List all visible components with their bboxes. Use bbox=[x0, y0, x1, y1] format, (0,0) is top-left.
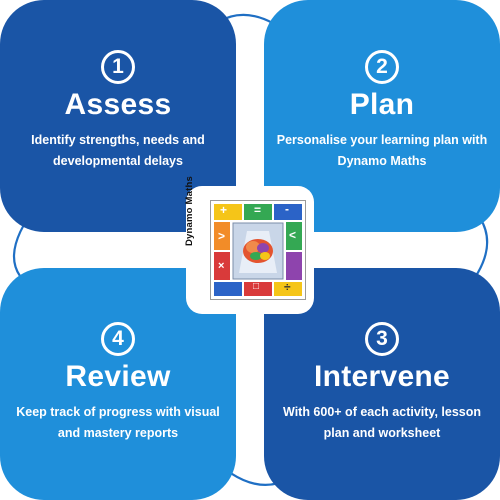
step-assess: 1 Assess Identify strengths, needs and d… bbox=[0, 0, 236, 232]
divide-symbol-icon: ÷ bbox=[284, 280, 291, 294]
logo-wordmark: Dynamo Maths bbox=[184, 176, 195, 246]
step-description: Personalise your learning plan with Dyna… bbox=[276, 133, 488, 168]
greater-than-symbol-icon: > bbox=[218, 229, 226, 243]
step-description: Keep track of progress with visual and m… bbox=[16, 405, 220, 440]
step-description: Identify strengths, needs and developmen… bbox=[31, 133, 205, 168]
logo-graphic bbox=[214, 204, 302, 296]
step-number-badge: 3 bbox=[365, 322, 399, 356]
step-title: Plan bbox=[349, 88, 415, 121]
equals-symbol-icon: = bbox=[254, 203, 262, 217]
step-number-badge: 2 bbox=[365, 50, 399, 84]
logo-tile: + = - × ÷ < > □ bbox=[210, 200, 306, 300]
multiply-symbol-icon: × bbox=[218, 260, 225, 272]
minus-symbol-icon: - bbox=[285, 202, 289, 216]
less-than-symbol-icon: < bbox=[289, 228, 297, 242]
step-number-badge: 1 bbox=[101, 50, 135, 84]
step-description: With 600+ of each activity, lesson plan … bbox=[283, 405, 481, 440]
square-symbol-icon: □ bbox=[253, 281, 260, 292]
step-title: Intervene bbox=[313, 360, 451, 393]
step-number-badge: 4 bbox=[101, 322, 135, 356]
step-title: Review bbox=[65, 360, 171, 393]
plus-symbol-icon: + bbox=[220, 203, 228, 217]
dynamo-maths-logo: Dynamo Maths bbox=[184, 176, 314, 314]
step-title: Assess bbox=[64, 88, 172, 121]
